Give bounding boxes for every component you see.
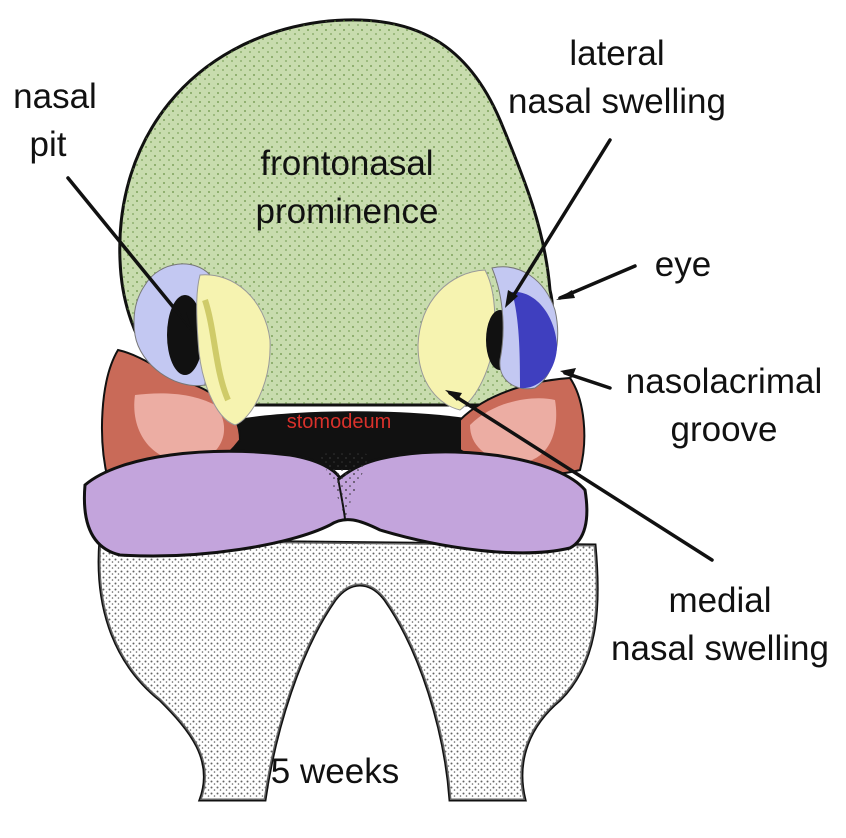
eye bbox=[512, 291, 557, 389]
frontonasal-label-line1: frontonasal bbox=[260, 144, 433, 183]
left-nasal-complex bbox=[133, 263, 271, 426]
nasal-pit-label-line2: pit bbox=[30, 125, 67, 164]
caption: 5 weeks bbox=[271, 752, 399, 791]
lateral-nasal-pointer bbox=[510, 138, 612, 300]
arrowheads bbox=[180, 290, 576, 401]
medial-nasal-pointer bbox=[448, 391, 714, 562]
medial-nasal-label-line1: medial bbox=[668, 581, 771, 620]
nasolacrimal-label-line1: nasolacrimal bbox=[626, 362, 822, 401]
lateral-nasal-label-line1: lateral bbox=[569, 34, 664, 73]
lower-face bbox=[97, 538, 599, 802]
frontonasal-label-line2: prominence bbox=[256, 192, 439, 231]
lateral-nasal-label-line2: nasal swelling bbox=[508, 82, 726, 121]
eye-label: eye bbox=[655, 245, 711, 284]
nasolacrimal-label-line2: groove bbox=[670, 410, 777, 449]
nasal-pit-pointer bbox=[66, 176, 194, 332]
nasal-pit-label-line1: nasal bbox=[13, 77, 97, 116]
philtrum-stipple bbox=[320, 451, 370, 520]
right-nasal-complex bbox=[417, 266, 559, 411]
medial-nasal-label-line2: nasal swelling bbox=[611, 629, 829, 668]
stomodeum-label: stomodeum bbox=[287, 411, 392, 433]
